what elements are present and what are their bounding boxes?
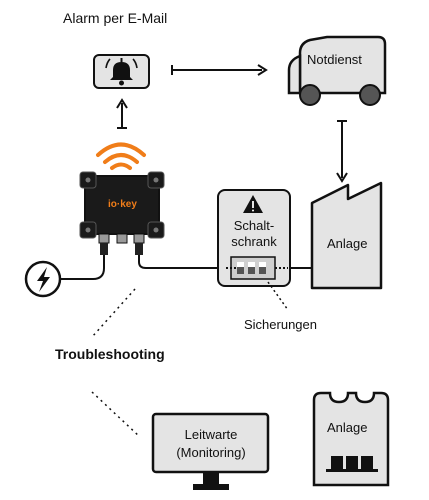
iokey-device xyxy=(79,171,165,255)
alarm-bell-box xyxy=(93,54,150,89)
monitor-icon xyxy=(151,412,270,490)
wifi-signal-icon xyxy=(96,142,146,170)
leitwarte-label: Leitwarte (Monitoring) xyxy=(159,426,263,462)
anlage-bottom-box xyxy=(312,391,390,487)
arrow-alarm-to-notdienst xyxy=(171,64,268,76)
schaltschrank-label-text: Schalt- schrank xyxy=(231,218,277,249)
sicherungen-pointer xyxy=(267,281,289,311)
troubleshooting-line-down xyxy=(91,391,141,438)
factory-icon xyxy=(310,181,383,290)
fuse-panel xyxy=(230,256,276,280)
troubleshooting-line-up xyxy=(91,288,136,338)
lightning-bolt-icon xyxy=(24,260,62,298)
arrow-device-to-alarm xyxy=(116,98,128,129)
warning-triangle-icon xyxy=(243,195,263,213)
anlage-top-label: Anlage xyxy=(327,236,368,251)
troubleshooting-label: Troubleshooting xyxy=(55,346,165,362)
power-cable xyxy=(60,255,105,280)
anlage-bottom-label: Anlage xyxy=(327,420,368,435)
device-brand-label: io·key xyxy=(108,199,137,210)
leitwarte-label-text: Leitwarte (Monitoring) xyxy=(176,427,246,460)
van-icon xyxy=(287,35,387,106)
schaltschrank-box xyxy=(217,189,291,287)
bell-icon xyxy=(105,58,138,86)
sicherungen-label: Sicherungen xyxy=(244,317,317,332)
alarm-email-label: Alarm per E-Mail xyxy=(63,10,168,26)
arrow-notdienst-to-anlage xyxy=(336,120,348,183)
schaltschrank-label: Schalt- schrank xyxy=(224,218,284,250)
notdienst-label: Notdienst xyxy=(307,52,362,67)
